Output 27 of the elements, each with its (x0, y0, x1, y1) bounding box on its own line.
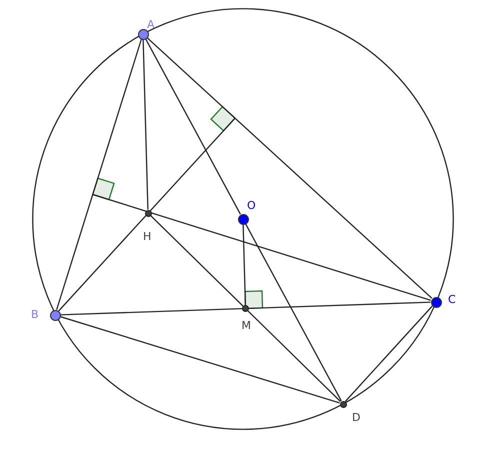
point-marker (144, 210, 152, 216)
point-label: H (143, 230, 152, 243)
line-segment (60, 316, 340, 404)
line-segment (56, 39, 142, 310)
point-label: A (147, 18, 155, 31)
line-segment (242, 224, 246, 306)
line-segment (58, 118, 236, 312)
point-label: D (352, 411, 360, 424)
line-segment (150, 215, 244, 306)
point-marker (138, 28, 148, 40)
point-marker (238, 214, 248, 224)
point-marker (430, 296, 442, 308)
line-segment (92, 194, 431, 301)
point-label: O (247, 199, 256, 212)
line-segment (60, 302, 431, 316)
point-marker (242, 305, 249, 312)
point-label: B (31, 308, 39, 321)
line-segment (145, 38, 241, 214)
line-segment (142, 39, 148, 210)
line-segment (248, 310, 341, 402)
line-segment (245, 224, 342, 402)
point-label: C (448, 293, 456, 306)
line-segment (146, 37, 432, 299)
point-label: M (242, 318, 251, 332)
point-marker (340, 400, 346, 408)
point-marker (50, 310, 60, 320)
line-segment (344, 306, 433, 402)
